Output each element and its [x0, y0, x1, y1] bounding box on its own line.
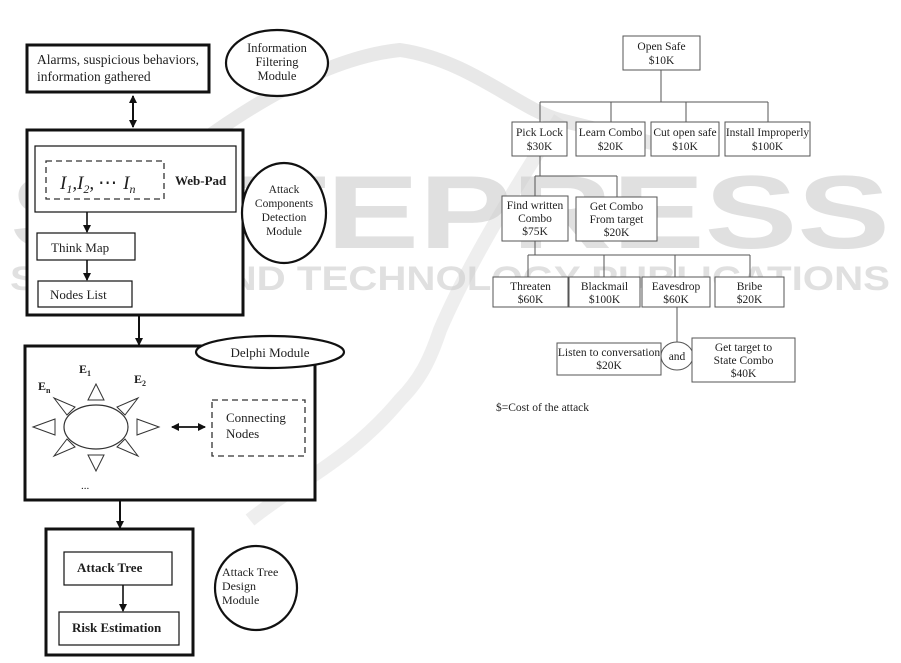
- svg-text:$60K: $60K: [518, 293, 544, 306]
- risk-estimation-box: [58, 611, 180, 646]
- tree-node-threaten: Threaten $60K: [492, 276, 569, 308]
- svg-text:State Combo: State Combo: [714, 355, 774, 367]
- info-filter-line-1: Information: [247, 41, 307, 55]
- tree-node-pick-lock: Pick Lock $30K: [511, 121, 568, 157]
- input-box: Alarms, suspicious behaviors, informatio…: [25, 43, 211, 94]
- attack-components-detection-module: Attack Components Detection Module: [240, 161, 328, 265]
- svg-text:$60K: $60K: [663, 293, 689, 306]
- connecting-nodes-box: [211, 399, 306, 457]
- attack-tree-label: Attack Tree: [77, 560, 143, 575]
- svg-text:$40K: $40K: [731, 367, 757, 380]
- expert-e1-label: E1: [79, 362, 91, 378]
- svg-text:Attack: Attack: [269, 184, 300, 196]
- tree-node-find-written-combo: Find written Combo $75K: [501, 195, 569, 242]
- tree-node-get-combo-from-target: Get Combo From target $20K: [575, 196, 658, 242]
- expert-e2-label: E2: [134, 372, 146, 388]
- svg-text:Module: Module: [222, 593, 259, 607]
- svg-text:Listen to conversation: Listen to conversation: [558, 347, 660, 359]
- web-pad-label: Web-Pad: [175, 173, 227, 188]
- svg-text:Bribe: Bribe: [737, 281, 763, 293]
- attack-tree-design-module: Attack Tree Design Module: [213, 544, 299, 632]
- svg-text:Detection: Detection: [262, 212, 307, 224]
- tree-node-blackmail: Blackmail $100K: [568, 276, 641, 308]
- experts-more-ellipsis: ...: [81, 480, 90, 492]
- svg-text:Install Improperly: Install Improperly: [726, 127, 810, 139]
- svg-text:Threaten: Threaten: [510, 281, 551, 293]
- svg-text:Get target to: Get target to: [715, 342, 773, 354]
- svg-text:Get Combo: Get Combo: [590, 201, 644, 213]
- tree-node-cut-open-safe: Cut open safe $10K: [650, 121, 720, 157]
- svg-text:Pick Lock: Pick Lock: [516, 127, 563, 139]
- items-text: I1,I2,⋯In: [59, 173, 135, 196]
- and-gate: and: [660, 341, 694, 371]
- svg-text:$30K: $30K: [527, 140, 553, 153]
- attack-components-box: I1,I2,⋯In Web-Pad Think Map Nodes List: [25, 128, 245, 317]
- svg-text:$100K: $100K: [752, 140, 784, 153]
- svg-text:and: and: [669, 351, 686, 363]
- delphi-module-label: Delphi Module: [230, 345, 309, 360]
- web-pad-box: [34, 145, 237, 213]
- svg-text:Find written: Find written: [507, 200, 564, 212]
- svg-text:Combo: Combo: [518, 213, 552, 225]
- svg-text:Design: Design: [222, 579, 256, 593]
- attack-tree-box: [63, 551, 173, 586]
- svg-text:$20K: $20K: [598, 140, 624, 153]
- svg-text:Eavesdrop: Eavesdrop: [652, 281, 701, 293]
- delphi-module-label-ellipse: [194, 334, 346, 370]
- svg-text:$10K: $10K: [649, 54, 675, 67]
- delphi-box: Delphi Module E1 E2 En ... Connecting No…: [23, 334, 346, 502]
- tree-node-bribe: Bribe $20K: [714, 276, 785, 308]
- svg-text:$20K: $20K: [596, 359, 622, 372]
- info-filter-line-3: Module: [258, 69, 297, 83]
- tree-node-learn-combo: Learn Combo $20K: [575, 121, 646, 157]
- attack-tree-design-box: Attack Tree Risk Estimation: [44, 527, 195, 657]
- svg-text:Module: Module: [266, 226, 302, 238]
- svg-text:Attack Tree: Attack Tree: [222, 565, 278, 579]
- experts-star: [31, 382, 161, 473]
- framework-diagram: Alarms, suspicious behaviors, informatio…: [23, 28, 346, 657]
- tree-node-eavesdrop: Eavesdrop $60K: [641, 276, 711, 308]
- nodes-list-box: [37, 280, 133, 308]
- nodes-list-label: Nodes List: [50, 287, 107, 302]
- expert-en-label: En: [38, 379, 51, 395]
- tree-node-listen-to-conversation: Listen to conversation $20K: [556, 342, 662, 376]
- svg-text:$20K: $20K: [737, 293, 763, 306]
- input-box-line-1: Alarms, suspicious behaviors,: [37, 52, 199, 67]
- svg-text:$10K: $10K: [672, 140, 698, 153]
- input-box-line-2: information gathered: [37, 69, 151, 84]
- attack-tree-diagram: Open Safe $10K Pick Lock $30K Learn Comb…: [492, 35, 811, 414]
- svg-text:Components: Components: [255, 198, 314, 210]
- svg-text:Cut open safe: Cut open safe: [653, 127, 716, 139]
- svg-text:From target: From target: [590, 214, 645, 226]
- connecting-nodes-line-2: Nodes: [226, 426, 259, 441]
- svg-text:Blackmail: Blackmail: [581, 281, 628, 293]
- risk-estimation-label: Risk Estimation: [72, 620, 162, 635]
- cost-legend: $=Cost of the attack: [496, 401, 589, 414]
- tree-node-root: Open Safe $10K: [622, 35, 701, 71]
- information-filtering-module: Information Filtering Module: [224, 28, 330, 98]
- items-dashed-box: [45, 160, 165, 200]
- tree-node-get-target-to-state-combo: Get target to State Combo $40K: [691, 337, 796, 383]
- svg-text:$100K: $100K: [589, 293, 621, 306]
- info-filter-line-2: Filtering: [255, 55, 299, 69]
- think-map-label: Think Map: [51, 240, 109, 255]
- svg-text:$20K: $20K: [604, 226, 630, 239]
- connecting-nodes-line-1: Connecting: [226, 410, 286, 425]
- svg-text:Learn Combo: Learn Combo: [579, 127, 643, 139]
- think-map-box: [36, 232, 136, 261]
- svg-text:$75K: $75K: [522, 225, 548, 238]
- tree-connectors: [527, 70, 769, 342]
- svg-text:Open Safe: Open Safe: [637, 41, 685, 53]
- tree-node-install-improperly: Install Improperly $100K: [724, 121, 811, 157]
